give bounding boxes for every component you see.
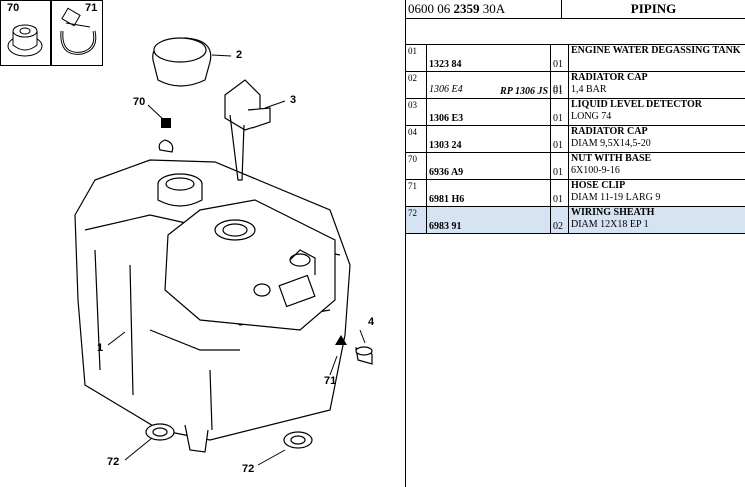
line-number: 01: [408, 46, 417, 56]
parts-diagram-pane: 70 71: [0, 0, 375, 475]
catalog-reference: 0600 06 2359 30A: [408, 0, 505, 17]
part-spec: DIAM 11-19 LARG 9: [571, 192, 661, 203]
quantity: 01: [553, 59, 563, 70]
thumbnail-number: 70: [7, 2, 20, 14]
part-spec: LONG 74: [571, 111, 612, 122]
parts-list-pane: 0600 06 2359 30A PIPING 01 1323 84 01 EN…: [406, 0, 745, 487]
quantity: 01: [553, 194, 563, 205]
table-row[interactable]: 01 1323 84 01 ENGINE WATER DEGASSING TAN…: [406, 45, 745, 72]
hose-clip-icon: [60, 7, 97, 55]
part-name: WIRING SHEATH: [571, 207, 655, 218]
section-title: PIPING: [630, 1, 677, 16]
part-name: NUT WITH BASE: [571, 153, 652, 164]
part-name: RADIATOR CAP: [571, 72, 648, 83]
callout-71: 71: [324, 375, 337, 387]
parts-list-header: 0600 06 2359 30A PIPING: [406, 0, 745, 19]
callout-4: 4: [368, 316, 375, 328]
line-number: 04: [408, 127, 417, 137]
ref-suffix: 30A: [482, 1, 506, 16]
part-spec: 1,4 BAR: [571, 84, 607, 95]
alt-part-reference: 1306 E4: [429, 84, 463, 95]
thumbnail-part-70[interactable]: 70: [0, 0, 51, 66]
repair-part-reference: RP 1306 JS: [500, 86, 548, 97]
callout-72: 72: [242, 463, 255, 475]
part-reference: 6983 91: [429, 221, 462, 232]
part-spec: DIAM 12X18 EP 1: [571, 219, 649, 230]
quantity: 01: [553, 113, 563, 124]
nut-with-base-icon: [7, 24, 43, 57]
part-reference: 6981 H6: [429, 194, 465, 205]
parts-table: 01 1323 84 01 ENGINE WATER DEGASSING TAN…: [406, 44, 745, 234]
ref-prefix: 0600 06: [408, 1, 451, 16]
quantity: 01: [553, 86, 563, 97]
part-reference: 1323 84: [429, 59, 462, 70]
quantity: 01: [553, 167, 563, 178]
line-number: 70: [408, 154, 417, 164]
quantity: 01: [553, 140, 563, 151]
part-name: LIQUID LEVEL DETECTOR: [571, 99, 702, 110]
line-number: 03: [408, 100, 417, 110]
part-name: ENGINE WATER DEGASSING TANK: [571, 45, 741, 56]
ref-bold: 2359: [453, 1, 480, 16]
part-reference: 6936 A9: [429, 167, 464, 178]
part-name: RADIATOR CAP: [571, 126, 648, 137]
part-reference: 1306 E3: [429, 113, 464, 124]
header-separator: [561, 0, 562, 18]
thumbnail-number: 71: [85, 2, 98, 14]
callout-2: 2: [236, 49, 243, 61]
line-number: 72: [408, 208, 417, 218]
exploded-view-drawing: [74, 37, 373, 466]
pane-divider: [405, 0, 406, 487]
quantity: 01: [553, 84, 563, 95]
part-name: HOSE CLIP: [571, 180, 626, 191]
callout-70: 70: [133, 96, 146, 108]
part-reference: 1303 24: [429, 140, 462, 151]
part-spec: 6X100-9-16: [571, 165, 620, 176]
callout-3: 3: [290, 94, 297, 106]
callout-1: 1: [97, 342, 104, 354]
part-spec: DIAM 9,5X14,5-20: [571, 138, 651, 149]
thumbnail-part-71[interactable]: 71: [51, 0, 103, 66]
line-number: 71: [408, 181, 417, 191]
quantity: 02: [553, 221, 563, 232]
callout-72: 72: [107, 456, 120, 468]
line-number: 02: [408, 73, 417, 83]
